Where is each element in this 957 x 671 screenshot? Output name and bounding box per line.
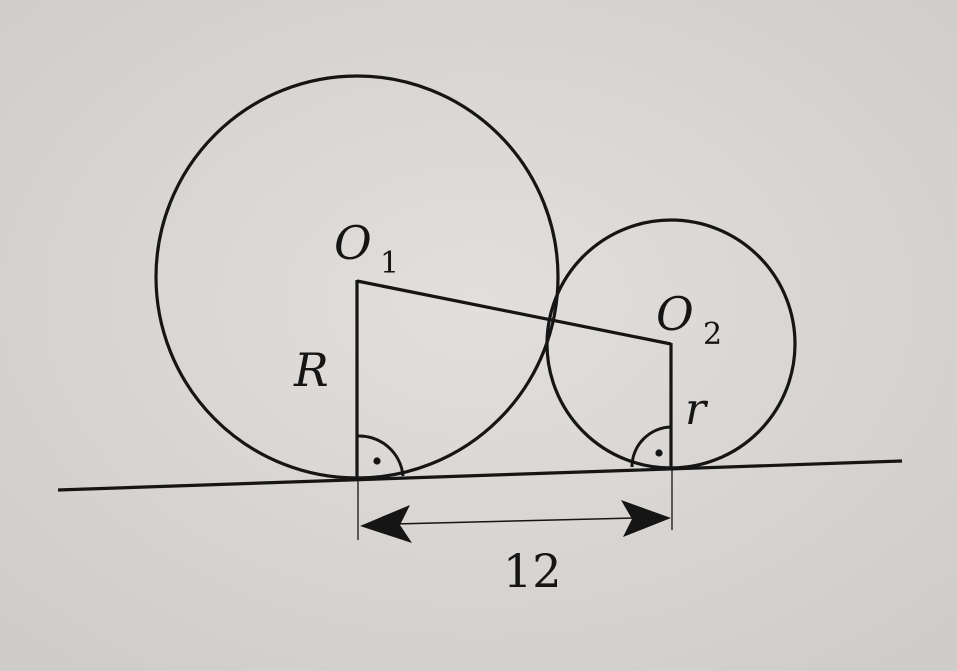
right-angle-mark-big — [356, 434, 405, 477]
label-center-big: O — [334, 216, 372, 270]
label-center-small-subscript: 2 — [703, 317, 722, 352]
label-distance: 12 — [503, 544, 562, 598]
dimension-arrow-right — [621, 500, 671, 537]
label-center-small: O — [656, 287, 694, 341]
dimension-arrow-left — [360, 505, 412, 543]
dimension-line — [394, 517, 636, 525]
right-angle-mark-small — [630, 425, 672, 468]
tangent-line — [57, 459, 903, 492]
label-radius-big: R — [293, 343, 329, 397]
right-angle-dot-big — [373, 457, 381, 465]
center-segment — [356, 279, 672, 346]
right-angle-dot-small — [655, 449, 663, 457]
label-radius-small: r — [685, 384, 709, 435]
label-center-big-subscript: 1 — [380, 246, 399, 281]
